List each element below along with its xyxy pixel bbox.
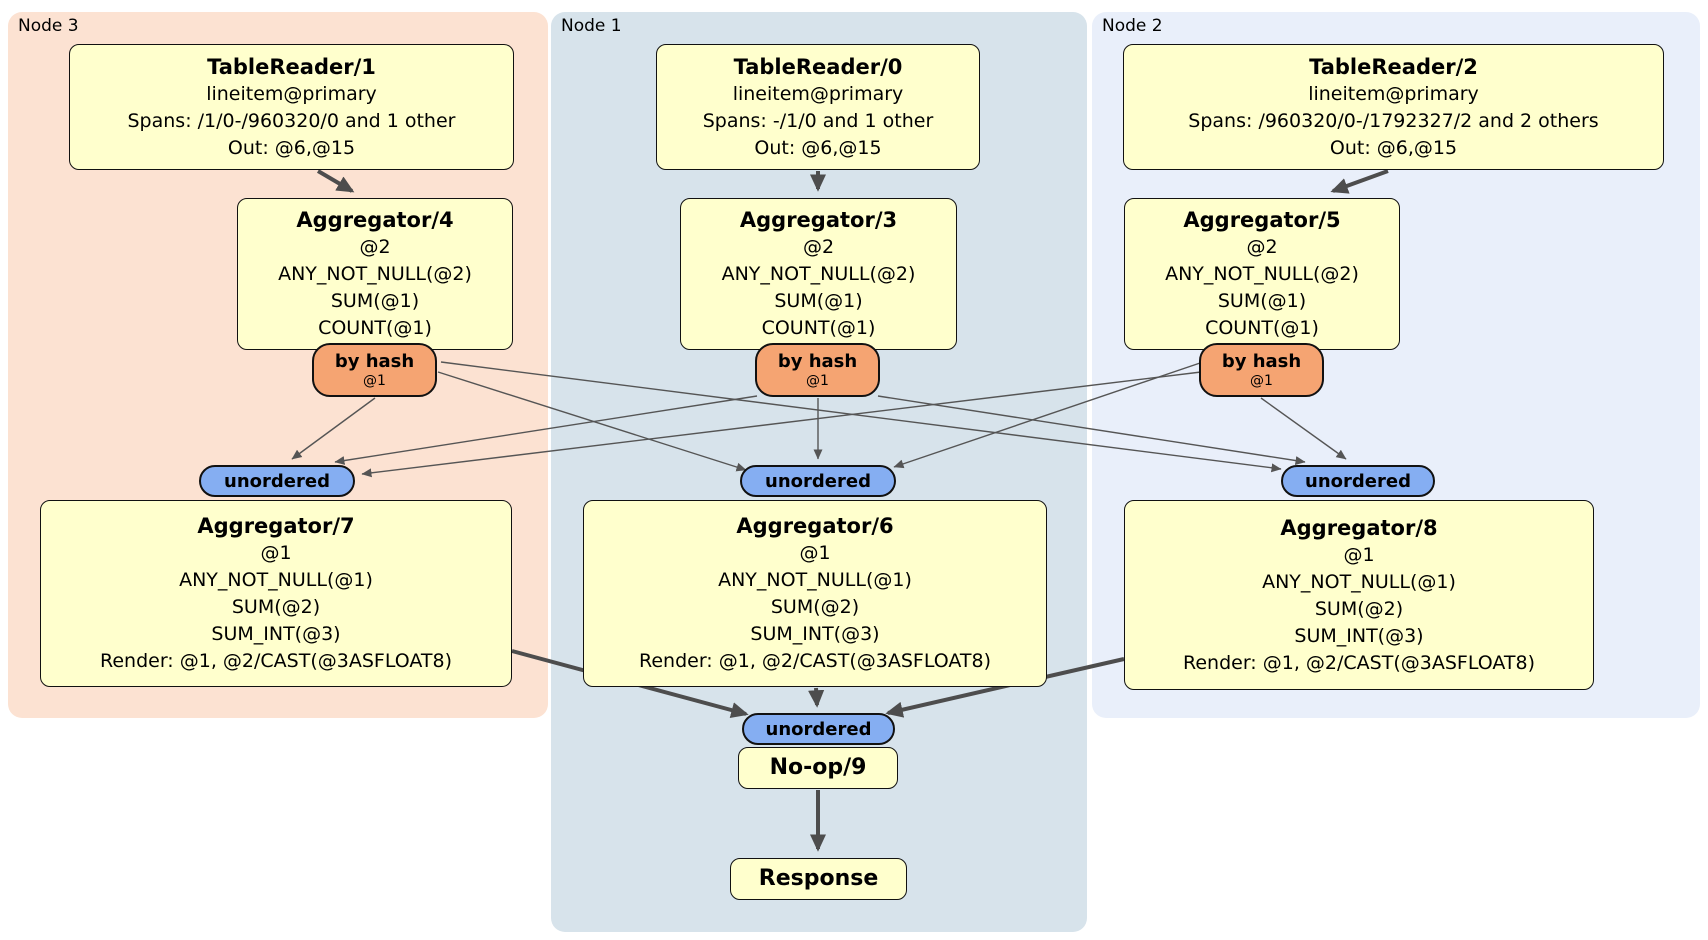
synchronizer-unordered-node3: unordered [199, 465, 355, 497]
synchronizer-label: unordered [1305, 470, 1411, 492]
processor-title: TableReader/2 [1309, 54, 1478, 79]
processor-noop-9: No-op/9 [738, 747, 898, 789]
router-label: by hash [1221, 351, 1302, 372]
processor-agg-fn: ANY_NOT_NULL(@2) [1165, 263, 1359, 285]
processor-tablereader-1: TableReader/1 lineitem@primary Spans: /1… [69, 44, 514, 170]
processor-out: Out: @6,@15 [1329, 136, 1458, 159]
router-to-sync-edges [291, 361, 1347, 478]
response-box: Response [730, 858, 907, 900]
node3-label: Node 3 [18, 16, 79, 36]
processor-title: Aggregator/5 [1183, 208, 1341, 232]
processor-out: Out: @6,@15 [227, 136, 356, 159]
processor-title: Aggregator/8 [1280, 515, 1438, 540]
synchronizer-label: unordered [765, 718, 872, 740]
processor-agg-fn: SUM_INT(@3) [211, 623, 341, 645]
processor-spans: Spans: /1/0-/960320/0 and 1 other [127, 109, 456, 132]
processor-aggregator-3: Aggregator/3 @2 ANY_NOT_NULL(@2) SUM(@1)… [680, 198, 957, 350]
synchronizer-unordered-final: unordered [742, 713, 895, 745]
node1-label: Node 1 [561, 16, 622, 36]
processor-render: Render: @1, @2/CAST(@3ASFLOAT8) [639, 650, 991, 672]
processor-aggregator-4: Aggregator/4 @2 ANY_NOT_NULL(@2) SUM(@1)… [237, 198, 513, 350]
processor-aggregator-5: Aggregator/5 @2 ANY_NOT_NULL(@2) SUM(@1)… [1124, 198, 1400, 350]
processor-tablereader-0: TableReader/0 lineitem@primary Spans: -/… [656, 44, 980, 170]
router-by-hash-node2: by hash @1 [1199, 343, 1324, 397]
processor-agg-fn: COUNT(@1) [318, 317, 432, 339]
processor-spans: Spans: /960320/0-/1792327/2 and 2 others [1188, 109, 1599, 132]
processor-agg-fn: COUNT(@1) [761, 317, 876, 339]
processor-render: Render: @1, @2/CAST(@3ASFLOAT8) [100, 650, 452, 672]
processor-aggregator-7: Aggregator/7 @1 ANY_NOT_NULL(@1) SUM(@2)… [40, 500, 512, 687]
processor-agg-fn: SUM_INT(@3) [750, 623, 880, 645]
processor-agg-fn: ANY_NOT_NULL(@2) [278, 263, 472, 285]
processor-groupcol: @1 [260, 542, 292, 564]
processor-title: Aggregator/6 [736, 514, 894, 538]
synchronizer-label: unordered [765, 470, 871, 492]
processor-groupcol: @2 [802, 236, 835, 258]
processor-index: lineitem@primary [1308, 82, 1479, 105]
processor-tablereader-2: TableReader/2 lineitem@primary Spans: /9… [1123, 44, 1664, 170]
router-detail: @1 [363, 373, 386, 389]
processor-aggregator-8: Aggregator/8 @1 ANY_NOT_NULL(@1) SUM(@2)… [1124, 500, 1594, 690]
router-label: by hash [334, 351, 415, 372]
processor-agg-fn: COUNT(@1) [1205, 317, 1319, 339]
router-by-hash-node3: by hash @1 [312, 343, 437, 397]
processor-title: TableReader/1 [207, 54, 376, 79]
processor-agg-fn: SUM(@2) [770, 596, 860, 618]
processor-index: lineitem@primary [206, 82, 377, 105]
processor-agg-fn: ANY_NOT_NULL(@1) [179, 569, 373, 591]
processor-agg-fn: ANY_NOT_NULL(@1) [1262, 570, 1456, 593]
router-detail: @1 [1250, 373, 1273, 389]
processor-spans: Spans: -/1/0 and 1 other [702, 109, 934, 132]
router-by-hash-node1: by hash @1 [755, 343, 880, 397]
processor-title: Aggregator/3 [739, 208, 898, 232]
synchronizer-unordered-node2: unordered [1281, 465, 1435, 497]
processor-aggregator-6: Aggregator/6 @1 ANY_NOT_NULL(@1) SUM(@2)… [583, 500, 1047, 687]
processor-agg-fn: ANY_NOT_NULL(@2) [721, 263, 916, 285]
processor-title: Response [758, 866, 879, 891]
processor-title: TableReader/0 [733, 54, 903, 79]
processor-render: Render: @1, @2/CAST(@3ASFLOAT8) [1183, 651, 1535, 674]
node2-label: Node 2 [1102, 16, 1163, 36]
processor-agg-fn: SUM(@1) [1217, 290, 1307, 312]
processor-index: lineitem@primary [732, 82, 904, 105]
synchronizer-unordered-node1: unordered [740, 465, 896, 497]
processor-agg-fn: ANY_NOT_NULL(@1) [718, 569, 912, 591]
processor-agg-fn: SUM(@2) [231, 596, 321, 618]
processor-agg-fn: SUM(@1) [330, 290, 420, 312]
processor-agg-fn: SUM(@1) [774, 290, 863, 312]
router-label: by hash [777, 351, 858, 372]
processor-agg-fn: SUM(@2) [1314, 597, 1404, 620]
router-detail: @1 [806, 373, 829, 389]
synchronizer-label: unordered [224, 470, 330, 492]
processor-groupcol: @1 [1343, 543, 1375, 566]
processor-out: Out: @6,@15 [754, 136, 882, 159]
processor-title: No-op/9 [769, 755, 867, 780]
processor-agg-fn: SUM_INT(@3) [1294, 624, 1424, 647]
processor-title: Aggregator/4 [296, 208, 454, 232]
processor-groupcol: @2 [1246, 236, 1278, 258]
processor-groupcol: @1 [799, 542, 831, 564]
processor-title: Aggregator/7 [197, 514, 355, 538]
processor-groupcol: @2 [359, 236, 391, 258]
